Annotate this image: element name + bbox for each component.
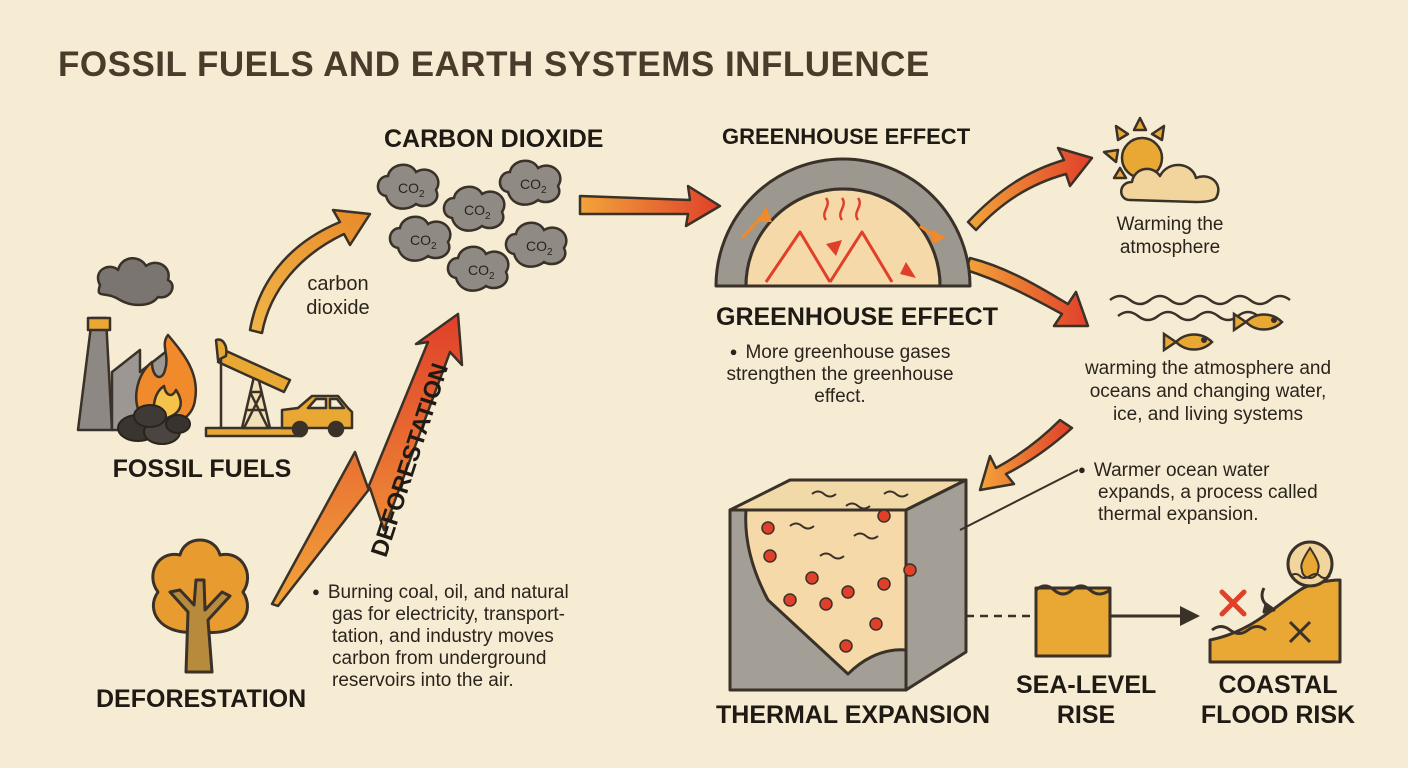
greenhouse-to-oceans-arrow: [964, 256, 1090, 328]
co2-formula: CO2: [464, 202, 491, 222]
burning-note-line: Burning coal, oil, and natural: [312, 582, 612, 604]
page-title: FOSSIL FUELS AND EARTH SYSTEMS INFLUENCE: [58, 45, 930, 84]
tree-icon: [151, 538, 249, 674]
co2-cloud-icon: CO2: [504, 221, 568, 268]
deforestation-arrow: [270, 312, 464, 608]
burning-note: Burning coal, oil, and natural gas for e…: [312, 582, 612, 692]
thermal-note-leader: [959, 469, 1079, 531]
burning-note-line: reservoirs into the air.: [332, 670, 514, 692]
fire-icon: [135, 333, 198, 427]
sea-level-rise-label: SEA-LEVEL RISE: [1016, 670, 1156, 730]
carbon-dioxide-label: CARBON DIOXIDE: [384, 125, 604, 153]
oil-pump-icon: [204, 338, 304, 438]
co2-cloud-icon: CO2: [446, 245, 510, 292]
thermal-note-line: expands, a process called: [1098, 482, 1318, 504]
burning-note-line: gas for electricity, transport-: [332, 604, 566, 626]
sun-cloud-icon: [1102, 116, 1220, 204]
co2-formula: CO2: [520, 176, 547, 196]
coastal-flood-risk-label: COASTAL FLOOD RISK: [1198, 670, 1358, 730]
co2-to-greenhouse-arrow: [578, 184, 722, 228]
co2-formula: CO2: [468, 262, 495, 282]
water-tank-icon: [1034, 584, 1112, 658]
co2-cloud-icon: CO2: [376, 163, 440, 210]
coastal-flood-icon: [1208, 578, 1342, 664]
greenhouse-note-line: strengthen the greenhouse: [726, 364, 954, 386]
warming-atmosphere-line: Warming the: [1116, 214, 1224, 235]
greenhouse-note-line: effect.: [814, 386, 866, 408]
greenhouse-effect-bottom-label: GREENHOUSE EFFECT: [716, 303, 998, 331]
burning-note-line: tation, and industry moves: [332, 626, 554, 648]
sea-level-rise-line: SEA-LEVEL: [1016, 671, 1157, 699]
warming-oceans-line: warming the atmosphere and: [1084, 358, 1332, 379]
burning-note-line: carbon from underground: [332, 648, 547, 670]
co2-cloud-icon: CO2: [498, 159, 562, 206]
warming-oceans-text: warming the atmosphere and oceans and ch…: [1070, 358, 1346, 426]
car-icon: [280, 394, 354, 438]
oceans-to-thermal-arrow: [978, 418, 1074, 492]
thermal-expansion-label: THERMAL EXPANSION: [716, 701, 991, 729]
thermal-note: Warmer ocean water expands, a process ca…: [1078, 460, 1318, 526]
co2-cloud-icon: CO2: [442, 185, 506, 232]
x-mark-icon: [1219, 589, 1247, 617]
warming-atmosphere-line: atmosphere: [1119, 236, 1221, 258]
greenhouse-note-line: More greenhouse gases: [706, 342, 974, 364]
carbon-dioxide-arrow-line: dioxide: [306, 297, 370, 319]
carbon-dioxide-arrow-line: carbon: [307, 273, 369, 295]
coastal-flood-risk-line: COASTAL: [1218, 671, 1338, 699]
ocean-block-icon: [728, 478, 968, 692]
sea-level-rise-line: RISE: [1056, 701, 1116, 729]
thermal-note-line: Warmer ocean water: [1078, 460, 1318, 482]
co2-cloud-icon: CO2: [388, 215, 452, 262]
greenhouse-dome-icon: [714, 157, 972, 288]
water-drop-icon: [1286, 540, 1334, 588]
fossil-fuels-label: FOSSIL FUELS: [112, 455, 292, 483]
warming-oceans-line: ice, and living systems: [1112, 403, 1304, 425]
warming-oceans-line: oceans and changing water,: [1089, 380, 1327, 402]
co2-formula: CO2: [526, 238, 553, 258]
thermal-note-line: thermal expansion.: [1098, 504, 1259, 526]
fossil-to-co2-arrow: [248, 208, 372, 335]
co2-formula: CO2: [398, 180, 425, 200]
warming-atmosphere-text: Warming the atmosphere: [1098, 214, 1242, 260]
waves-fish-icon: [1109, 294, 1291, 353]
greenhouse-effect-top-label: GREENHOUSE EFFECT: [722, 124, 971, 149]
greenhouse-note: More greenhouse gases strengthen the gre…: [706, 342, 974, 408]
co2-formula: CO2: [410, 232, 437, 252]
carbon-dioxide-arrow-label: carbon dioxide: [296, 272, 380, 320]
deforestation-label: DEFORESTATION: [96, 685, 307, 713]
greenhouse-to-atmosphere-arrow: [966, 146, 1094, 232]
sea-level-to-coastal-arrowhead: [1180, 606, 1200, 626]
coal-icon: [117, 404, 191, 445]
coastal-flood-risk-line: FLOOD RISK: [1200, 701, 1356, 729]
